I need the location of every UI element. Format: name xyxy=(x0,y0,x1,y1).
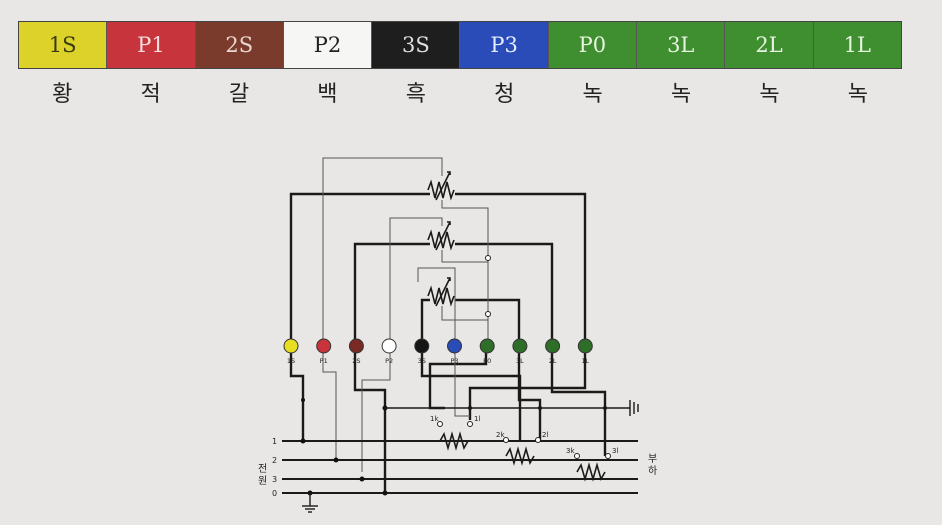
terminal-1s xyxy=(283,338,299,354)
terminal-1l xyxy=(577,338,593,354)
terminal-label-p1: P1 xyxy=(320,357,328,365)
terminal-label-p0: P0 xyxy=(483,357,491,365)
ct-k-label-3: 3k xyxy=(566,447,575,455)
terminal-2s xyxy=(348,338,364,354)
line-labels: 1 2 3 0 xyxy=(272,437,277,498)
terminal-p2 xyxy=(381,338,397,354)
color-name-3s: 흑 xyxy=(405,82,426,107)
line-label-2: 2 xyxy=(272,456,277,465)
terminal-label-p3: P3 xyxy=(450,357,458,365)
thin-wires xyxy=(322,157,489,472)
terminal-p0 xyxy=(479,338,495,354)
ct-labels: 1k 1l 2k 2l 3k 3l xyxy=(430,415,618,455)
source-label-1: 전 xyxy=(258,463,267,475)
color-name-2s: 갈 xyxy=(228,82,250,107)
color-swatch-p2: P2 xyxy=(283,22,373,68)
ct-l-label-3: 3l xyxy=(612,447,618,455)
potential-coils xyxy=(427,171,455,307)
terminal-label-2l: 2L xyxy=(549,357,557,365)
color-swatch-2s: 2S xyxy=(195,22,284,68)
color-name-1l: 녹 xyxy=(847,82,868,107)
color-name-3l: 녹 xyxy=(670,82,692,107)
terminal-3s xyxy=(414,338,430,354)
terminal-row: 1S P1 2S P2 3S P3 P0 3L 2L 1L xyxy=(283,338,593,365)
color-swatch-p0: P0 xyxy=(548,22,638,68)
terminal-label-p2: P2 xyxy=(385,357,393,365)
ct-terminals xyxy=(437,255,611,459)
color-name-p3: 청 xyxy=(494,82,515,107)
terminal-p3 xyxy=(447,338,462,354)
ground-icon xyxy=(302,400,639,513)
color-swatch-p3: P3 xyxy=(460,22,549,68)
terminal-3l xyxy=(512,338,528,354)
line-label-0: 0 xyxy=(272,489,277,498)
terminal-p1 xyxy=(316,338,332,354)
ct-l-label-2: 2l xyxy=(542,431,548,439)
junction-dots xyxy=(300,398,607,496)
color-name-2l: 녹 xyxy=(759,82,780,107)
terminal-label-3s: 3S xyxy=(418,357,426,365)
source-label-2: 원 xyxy=(258,475,267,487)
color-swatch-2l: 2L xyxy=(725,22,814,68)
ct-k-label-1: 1k xyxy=(430,415,439,423)
ct-l-label-1: 1l xyxy=(474,415,480,423)
current-transformers xyxy=(439,431,606,482)
color-swatch-p1: P1 xyxy=(107,22,196,68)
terminal-2l xyxy=(545,338,561,354)
color-swatch-1s: 1S xyxy=(19,22,108,68)
supply-lines xyxy=(282,440,638,494)
color-name-1s: 황 xyxy=(52,82,73,107)
line-label-3: 3 xyxy=(272,475,277,484)
terminal-label-1s: 1S xyxy=(287,357,295,365)
color-swatch-3l: 3L xyxy=(637,22,726,68)
color-name-p1: 적 xyxy=(140,82,161,107)
terminal-label-2s: 2S xyxy=(352,357,360,365)
ct-k-label-2: 2k xyxy=(496,431,505,439)
color-name-p0: 녹 xyxy=(582,82,603,107)
color-swatch-3s: 3S xyxy=(372,22,461,68)
color-name-p2: 백 xyxy=(317,82,338,107)
load-label-2: 하 xyxy=(648,464,657,477)
terminal-label-1l: 1L xyxy=(581,357,589,365)
line-label-1: 1 xyxy=(272,437,277,446)
load-label-1: 부 xyxy=(648,454,657,465)
color-swatch-1l: 1L xyxy=(813,22,901,68)
terminal-label-3l: 3L xyxy=(516,357,524,365)
